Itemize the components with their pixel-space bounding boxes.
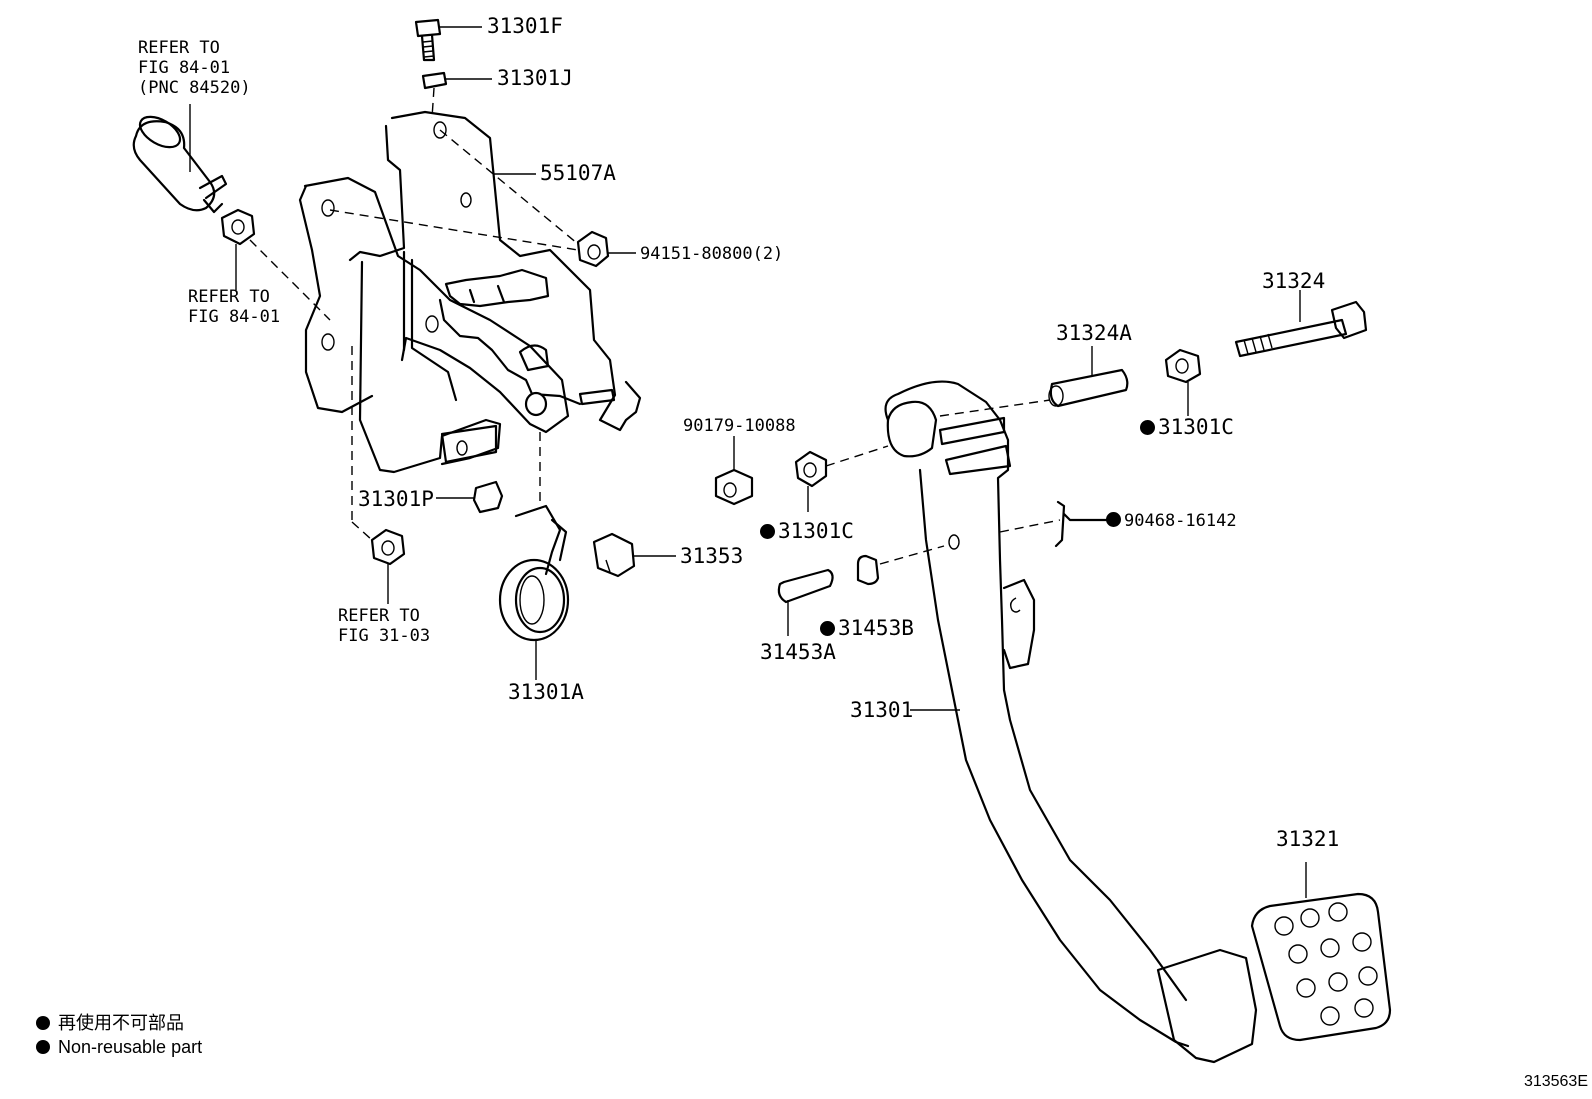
label-31301A: 31301A: [508, 680, 584, 704]
legend-dot: [36, 1016, 50, 1030]
bolt-31324: [1234, 290, 1368, 358]
label-90468-16142: 90468-16142: [1106, 511, 1237, 531]
ref-line: FIG 31-03: [338, 626, 431, 646]
label-31301C-right: 31301C: [1140, 417, 1234, 438]
cushion-31353: [592, 532, 676, 578]
label-31301F: 31301F: [487, 14, 563, 38]
ref-line: (PNC 84520): [138, 78, 251, 98]
nut-refer-fig-31-03: [351, 346, 406, 604]
nut-94151: [329, 129, 636, 268]
pedal-pad-31321: [1250, 862, 1392, 1042]
label-31301J: 31301J: [497, 66, 573, 90]
ref-line: REFER TO: [188, 287, 270, 307]
ref-line: FIG 84-01: [188, 307, 281, 327]
ref-fig-84-01-pnc: REFER TO FIG 84-01 (PNC 84520): [138, 38, 251, 98]
bolt-31301F: [414, 18, 482, 62]
collar-31324A: [1048, 346, 1129, 408]
legend-japanese: 再使用不可部品: [36, 1012, 184, 1034]
label-55107A: 55107A: [540, 161, 616, 185]
pin-31453A: [777, 568, 834, 636]
ref-line: REFER TO: [338, 606, 420, 626]
label-90179-10088: 90179-10088: [683, 416, 796, 436]
spring-31301A: [498, 432, 570, 680]
bushing-31301C-middle: [794, 445, 889, 512]
non-reusable-dot: [760, 524, 775, 539]
non-reusable-dot: [1106, 512, 1121, 527]
label-31453A: 31453A: [760, 640, 836, 664]
label-94151-80800: 94151-80800(2): [640, 244, 784, 264]
label-31453B: 31453B: [820, 618, 914, 639]
clutch-pedal-31301: [884, 380, 1258, 1064]
ref-fig-84-01: REFER TO FIG 84-01: [188, 287, 280, 327]
non-reusable-dot: [820, 621, 835, 636]
bushing-31453B: [856, 545, 945, 586]
label-31321: 31321: [1276, 827, 1340, 851]
pedal-bracket-55107A: [298, 110, 642, 474]
label-31301P: 31301P: [358, 487, 434, 511]
clip-90468: [1054, 500, 1110, 548]
diagram-id: 313563E: [1523, 1073, 1588, 1090]
nut-31301C-right: [1164, 348, 1202, 416]
label-31301C-middle: 31301C: [760, 521, 854, 542]
legend-dot: [36, 1040, 50, 1054]
label-31324A: 31324A: [1056, 321, 1132, 345]
non-reusable-dot: [1140, 420, 1155, 435]
ref-line: REFER TO: [138, 38, 220, 58]
nut-90179: [714, 436, 754, 506]
legend-english: Non-reusable part: [36, 1036, 202, 1058]
clip-31301P: [436, 480, 504, 514]
nut-31301J: [421, 71, 492, 119]
label-31324: 31324: [1262, 269, 1326, 293]
label-31301: 31301: [850, 698, 914, 722]
ref-line: FIG 84-01: [138, 58, 231, 78]
label-31353: 31353: [680, 544, 744, 568]
ref-fig-31-03: REFER TO FIG 31-03: [338, 606, 430, 646]
